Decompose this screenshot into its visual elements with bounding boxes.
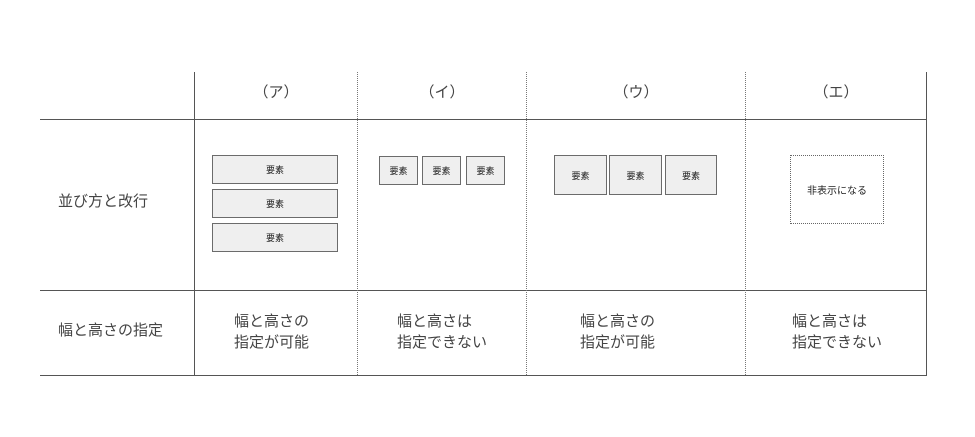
- element-box: 要素: [212, 223, 338, 252]
- element-box: 要素: [665, 155, 717, 195]
- size-description-a: 幅と高さの 指定が可能: [234, 311, 309, 353]
- column-divider-right: [926, 72, 927, 375]
- hidden-element-box: 非表示になる: [790, 155, 884, 224]
- column-header-c: （ウ）: [613, 83, 659, 101]
- column-header-b: （イ）: [419, 83, 465, 101]
- size-description-line: 幅と高さの: [234, 312, 310, 330]
- size-description-line: 指定できない: [792, 333, 883, 351]
- element-box: 要素: [554, 155, 607, 195]
- column-divider-c-d: [745, 72, 746, 375]
- column-header-a: （ア）: [253, 83, 299, 101]
- size-description-line: 幅と高さは: [397, 312, 473, 330]
- column-divider-b-c: [526, 72, 527, 375]
- row-divider-top: [40, 119, 927, 120]
- size-description-line: 幅と高さは: [792, 312, 868, 330]
- size-description-line: 指定が可能: [580, 333, 656, 351]
- size-description-line: 指定が可能: [234, 333, 310, 351]
- element-box: 要素: [422, 156, 461, 185]
- column-divider-a-b: [357, 72, 358, 375]
- element-box: 要素: [212, 155, 338, 184]
- element-box: 要素: [212, 189, 338, 218]
- row-label-size: 幅と高さの指定: [58, 321, 164, 339]
- column-divider-label: [194, 72, 195, 375]
- size-description-b: 幅と高さは 指定できない: [397, 311, 487, 353]
- size-description-line: 指定できない: [397, 333, 488, 351]
- row-divider-bottom: [40, 375, 927, 376]
- element-box: 要素: [609, 155, 662, 195]
- size-description-c: 幅と高さの 指定が可能: [580, 311, 655, 353]
- row-divider-middle: [40, 290, 927, 291]
- size-description-d: 幅と高さは 指定できない: [792, 311, 882, 353]
- element-box: 要素: [466, 156, 505, 185]
- element-box: 要素: [379, 156, 418, 185]
- size-description-line: 幅と高さの: [580, 312, 656, 330]
- row-label-arrangement: 並び方と改行: [58, 192, 149, 210]
- column-header-d: （エ）: [813, 83, 859, 101]
